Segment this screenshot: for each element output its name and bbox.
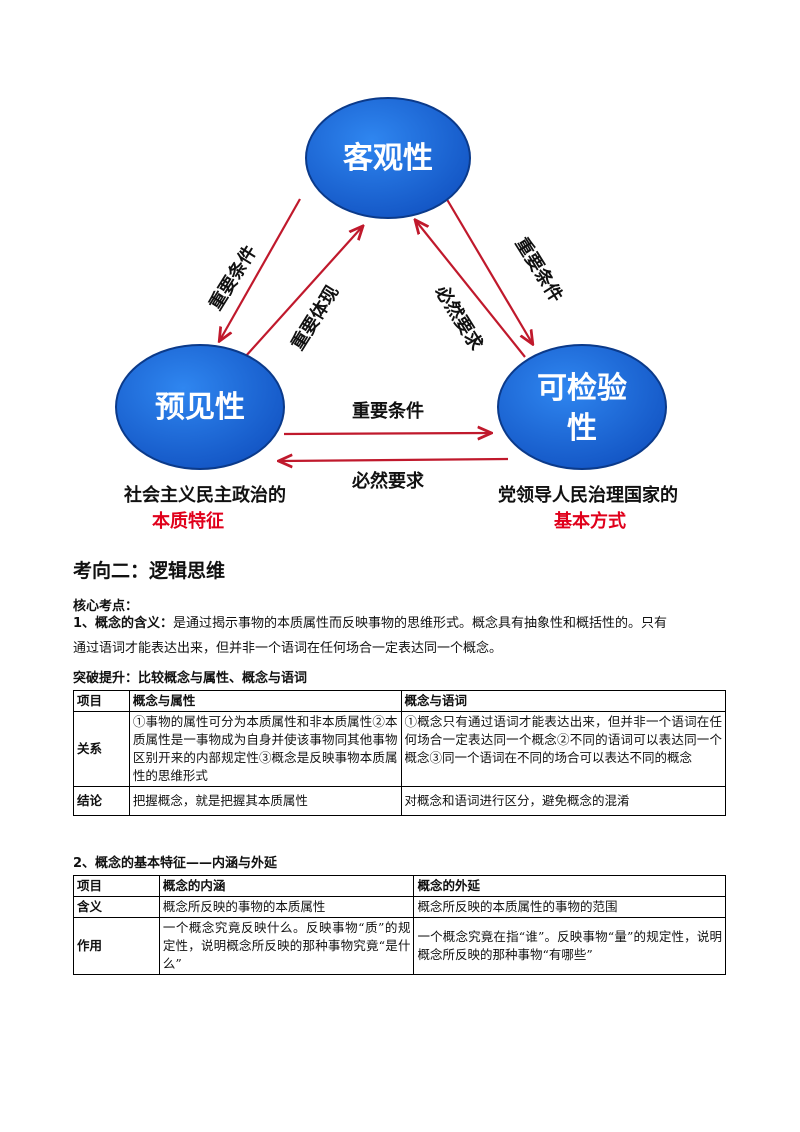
table1-cell: ①概念只有通过语词才能表达出来，但并非一个语词在任何场合一定表达同一个概念②不同… — [400, 711, 726, 787]
table-intension-extension: 项目 概念的内涵 概念的外延 含义 概念所反映的事物的本质属性 概念所反映的本质… — [73, 875, 726, 975]
node-verifiable-label-1: 可检验 — [537, 371, 627, 406]
table-row: 含义 概念所反映的事物的本质属性 概念所反映的本质属性的事物的范围 — [73, 896, 726, 918]
label-bottom-bottom: 必然要求 — [351, 470, 425, 492]
arrow-right-inner — [416, 221, 526, 358]
table2-row-label: 含义 — [73, 896, 160, 918]
table2-cell: 概念所反映的本质属性的事物的范围 — [413, 896, 726, 918]
label-right-inner: 必然要求 — [430, 281, 488, 355]
table1-row-label: 关系 — [73, 711, 130, 787]
core-points-label: 核心考点： — [73, 599, 139, 614]
table1-header-attr: 概念与属性 — [128, 690, 402, 712]
table-concept-comparison: 项目 概念与属性 概念与语词 关系 ①事物的属性可分为本质属性和非本质属性②本质… — [73, 690, 726, 816]
table2-cell: 一个概念究竟反映什么。反映事物“质”的规定性，说明概念所反映的那种事物究竟“是什… — [158, 917, 415, 975]
node-objective: 客观性 — [305, 97, 471, 219]
table2-header-row: 项目 概念的内涵 概念的外延 — [73, 875, 726, 897]
table-row: 结论 把握概念，就是把握其本质属性 对概念和语词进行区分，避免概念的混淆 — [73, 786, 726, 816]
table1-row-label: 结论 — [73, 786, 130, 816]
table2-header-item: 项目 — [73, 875, 160, 897]
caption-right-line1: 党领导人民治理国家的 — [498, 484, 678, 506]
arrow-left-inner — [244, 227, 362, 358]
arrow-right-outer — [441, 190, 532, 343]
point1-text-line1: 是通过揭示事物的本质属性而反映事物的思维形式。概念具有抽象性和概括性的。只有 — [173, 616, 668, 631]
label-left-inner: 重要体现 — [287, 281, 344, 354]
node-objective-label: 客观性 — [343, 141, 433, 176]
section-title: 考向二：逻辑思维 — [73, 560, 226, 582]
table1-header-item: 项目 — [73, 690, 130, 712]
triangle-diagram: 重要条件 重要体现 必然要求 重要条件 重要条件 必然要求 客观性 预见性 可检… — [70, 95, 715, 540]
arrow-bottom-bottom — [280, 459, 509, 461]
caption-left-line1: 社会主义民主政治的 — [124, 484, 286, 506]
table1-cell: 把握概念，就是把握其本质属性 — [128, 786, 402, 816]
point2-heading: 2、概念的基本特征——内涵与外延 — [73, 856, 278, 871]
node-verifiable: 可检验 性 — [497, 344, 667, 470]
label-bottom-top: 重要条件 — [352, 400, 424, 422]
table-row: 关系 ①事物的属性可分为本质属性和非本质属性②本质属性是一事物成为自身并使该事物… — [73, 711, 726, 787]
point1-heading: 1、概念的含义： — [73, 616, 174, 631]
table2-header-extension: 概念的外延 — [413, 875, 726, 897]
diagram-svg: 重要条件 重要体现 必然要求 重要条件 重要条件 必然要求 客观性 预见性 可检… — [115, 97, 678, 532]
label-left-outer: 重要条件 — [205, 241, 262, 314]
node-foresight: 预见性 — [115, 344, 285, 470]
table-row: 作用 一个概念究竟反映什么。反映事物“质”的规定性，说明概念所反映的那种事物究竟… — [73, 917, 726, 975]
caption-right-line2: 基本方式 — [553, 510, 626, 532]
point1-paragraph: 1、概念的含义：是通过揭示事物的本质属性而反映事物的思维形式。概念具有抽象性和概… — [73, 611, 723, 661]
caption-left-line2: 本质特征 — [152, 510, 224, 532]
table1-header-row: 项目 概念与属性 概念与语词 — [73, 690, 726, 712]
arrow-bottom-top — [283, 433, 490, 434]
table2-row-label: 作用 — [73, 917, 160, 975]
label-right-outer: 重要条件 — [511, 233, 568, 306]
table1-cell: 对概念和语词进行区分，避免概念的混淆 — [400, 786, 726, 816]
table2-header-intension: 概念的内涵 — [158, 875, 415, 897]
table1-header-word: 概念与语词 — [400, 690, 726, 712]
table1-cell: ①事物的属性可分为本质属性和非本质属性②本质属性是一事物成为自身并使该事物同其他… — [128, 711, 402, 787]
table2-cell: 一个概念究竟在指“谁”。反映事物“量”的规定性，说明概念所反映的那种事物“有哪些… — [413, 917, 726, 975]
node-foresight-label: 预见性 — [155, 390, 245, 425]
breakthrough-label: 突破提升：比较概念与属性、概念与语词 — [73, 671, 308, 686]
node-verifiable-label-2: 性 — [567, 411, 597, 446]
table2-cell: 概念所反映的事物的本质属性 — [158, 896, 415, 918]
point1-text-line2: 通过语词才能表达出来，但并非一个语词在任何场合一定表达同一个概念。 — [73, 641, 503, 656]
arrow-left-outer — [220, 198, 301, 340]
